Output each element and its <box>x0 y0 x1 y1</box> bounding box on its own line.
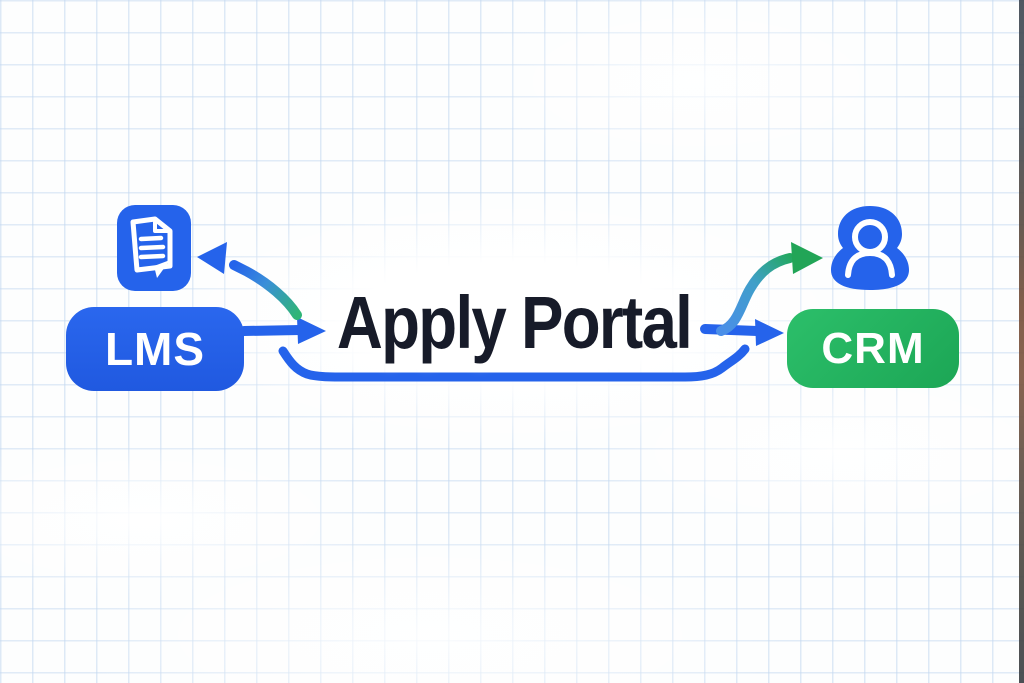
diagram-title: Apply Portal <box>336 281 693 364</box>
node-crm: CRM <box>787 309 959 388</box>
user-icon <box>831 205 909 291</box>
node-crm-label: CRM <box>821 323 925 373</box>
document-icon <box>116 203 192 293</box>
node-lms-label: LMS <box>104 323 206 375</box>
node-lms: LMS <box>66 307 244 391</box>
right-edge-artifact <box>1019 0 1024 683</box>
